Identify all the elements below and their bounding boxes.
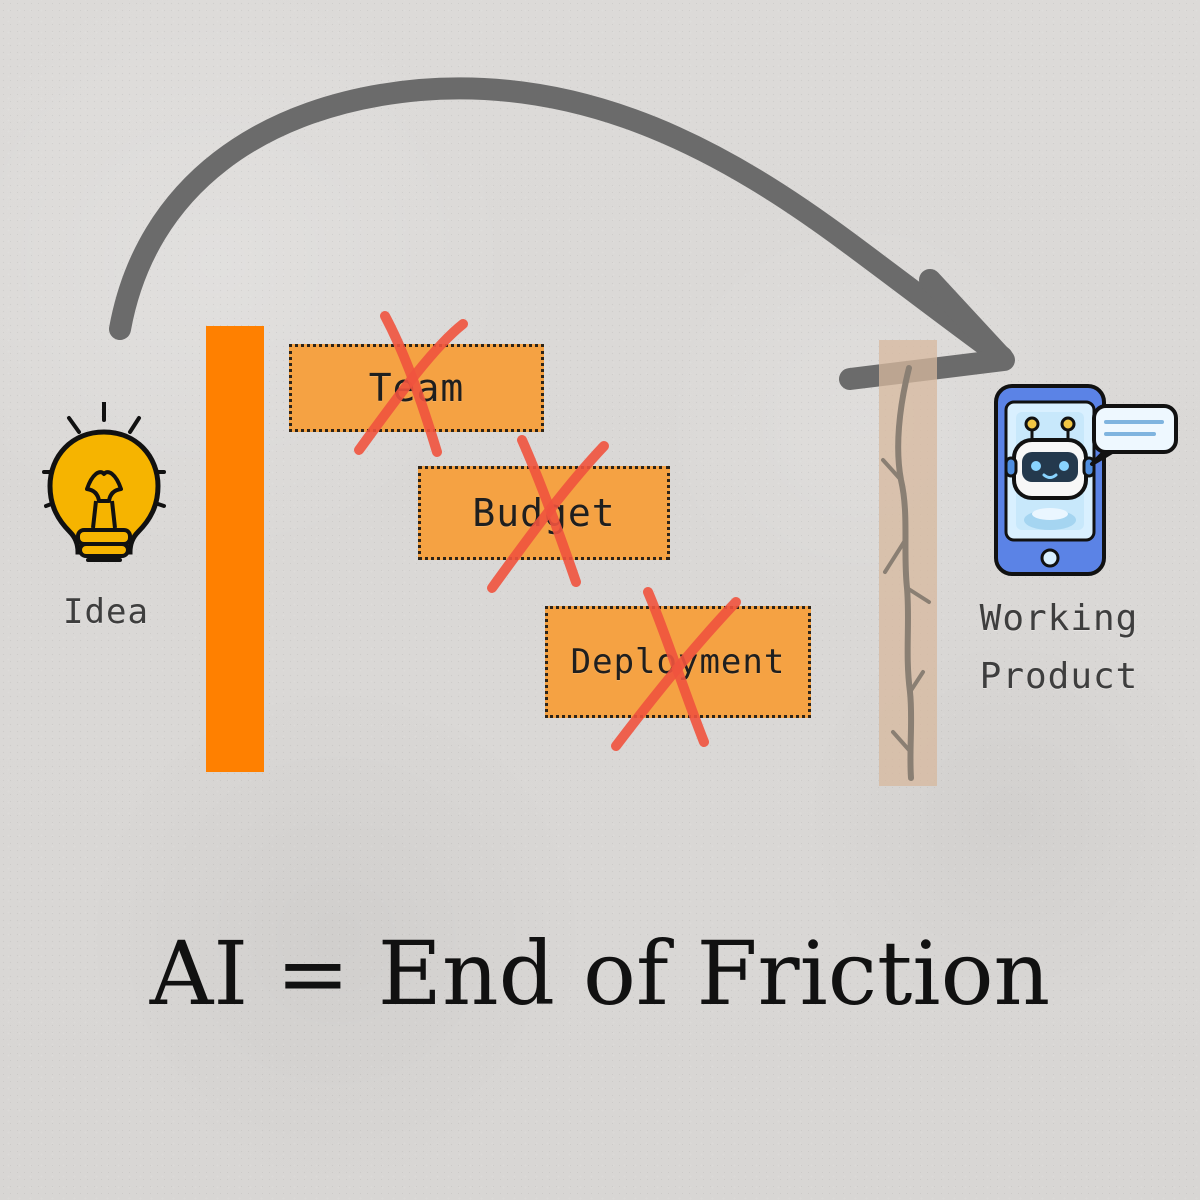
product-label-line-2: Product bbox=[979, 656, 1139, 697]
idea-label: Idea bbox=[63, 592, 149, 632]
friction-box-team: Team bbox=[289, 344, 544, 432]
barrier-bar bbox=[206, 326, 264, 772]
friction-box-budget: Budget bbox=[418, 466, 670, 560]
product-label-line-1: Working bbox=[979, 598, 1139, 639]
friction-box-deployment: Deployment bbox=[545, 606, 811, 718]
friction-label-budget: Budget bbox=[472, 491, 616, 535]
headline: AI = End of Friction bbox=[149, 922, 1051, 1025]
friction-label-team: Team bbox=[368, 366, 465, 410]
lightbulb-icon bbox=[42, 402, 166, 562]
product-label: Working Product bbox=[964, 590, 1154, 706]
idea-node bbox=[34, 402, 184, 642]
mobile-robot-icon bbox=[994, 384, 1178, 576]
friction-label-deployment: Deployment bbox=[570, 642, 786, 682]
cracked-wall-icon bbox=[879, 340, 937, 786]
